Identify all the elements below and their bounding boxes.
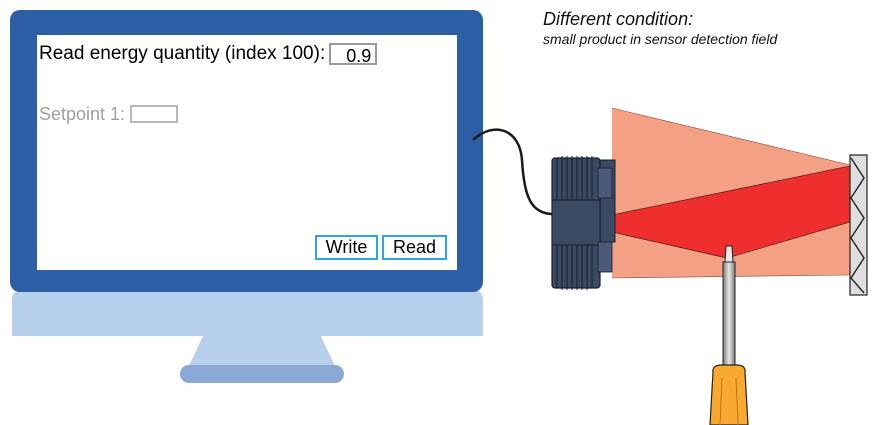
caption: Different condition: small product in se… xyxy=(543,8,777,48)
reflector-icon xyxy=(849,154,868,296)
read-button[interactable]: Read xyxy=(382,235,447,260)
monitor-base xyxy=(12,290,483,336)
read-energy-label: Read energy quantity (index 100): xyxy=(39,43,326,64)
monitor-stand-foot xyxy=(180,365,344,383)
setpoint-row: Setpoint 1: xyxy=(39,102,179,126)
write-button[interactable]: Write xyxy=(315,235,378,260)
read-energy-row: Read energy quantity (index 100): 0.9 xyxy=(39,40,378,68)
detection-beam-icon xyxy=(611,107,851,279)
screwdriver-icon xyxy=(709,245,749,425)
cable-icon xyxy=(472,128,558,216)
setpoint-label: Setpoint 1: xyxy=(39,103,126,124)
caption-subtitle: small product in sensor detection field xyxy=(543,31,778,47)
monitor-stand xyxy=(188,334,336,368)
monitor-screen xyxy=(37,35,457,270)
beam-inner xyxy=(612,166,850,258)
read-energy-value-field: 0.9 xyxy=(329,43,378,66)
setpoint-input[interactable] xyxy=(130,105,179,123)
sensor-icon xyxy=(551,156,616,290)
monitor-icon xyxy=(10,10,483,383)
caption-title: Different condition: xyxy=(543,9,694,29)
